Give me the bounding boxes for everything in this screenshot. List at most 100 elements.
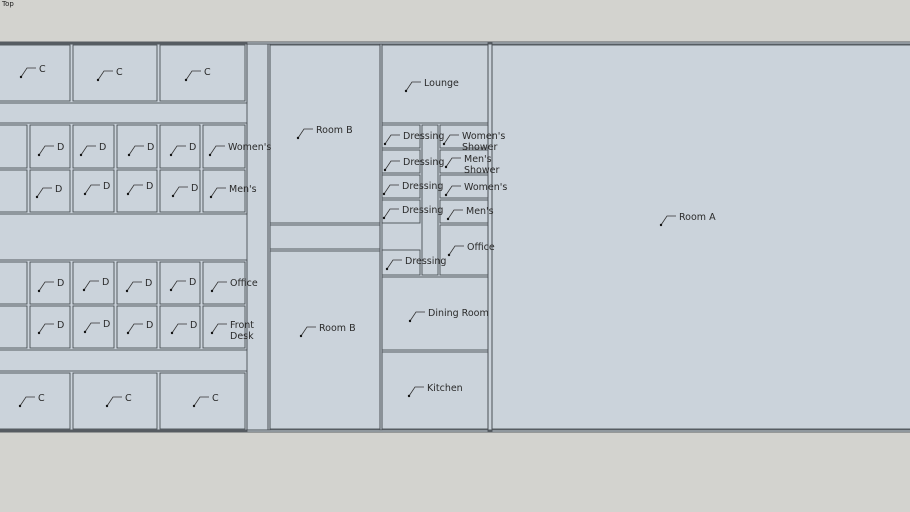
leader-arrow-icon bbox=[37, 153, 41, 157]
room-label[interactable]: D bbox=[145, 278, 153, 289]
label-leader-icon bbox=[127, 184, 143, 195]
room-label[interactable]: C bbox=[39, 64, 46, 75]
room-label[interactable]: D bbox=[99, 142, 107, 153]
room-label[interactable]: Room A bbox=[679, 212, 716, 223]
room-label[interactable]: C bbox=[116, 67, 123, 78]
room-label[interactable]: Front Desk bbox=[230, 320, 255, 342]
label-leader-icon bbox=[127, 323, 143, 334]
room-label[interactable]: Women's Shower bbox=[462, 131, 506, 153]
label-leader-icon bbox=[84, 322, 100, 333]
room-label[interactable]: D bbox=[147, 142, 155, 153]
label-leader-icon bbox=[38, 145, 54, 156]
leader-arrow-icon bbox=[37, 289, 41, 293]
leader-arrow-icon bbox=[447, 253, 451, 257]
room-label[interactable]: Dressing bbox=[402, 181, 444, 192]
label-leader-icon bbox=[128, 145, 144, 156]
label-leader-icon bbox=[300, 326, 316, 337]
room-label[interactable]: C bbox=[212, 393, 219, 404]
leader-arrow-icon bbox=[105, 404, 109, 408]
room-c bbox=[0, 372, 71, 430]
label-leader-icon bbox=[383, 184, 399, 195]
label-leader-icon bbox=[211, 323, 227, 334]
hallway bbox=[421, 124, 439, 276]
label-leader-icon bbox=[170, 280, 186, 291]
room-label[interactable]: D bbox=[146, 181, 154, 192]
room-label[interactable]: Dressing bbox=[405, 256, 447, 267]
leader-arrow-icon bbox=[96, 78, 100, 82]
leader-arrow-icon bbox=[383, 168, 387, 172]
leader-arrow-icon bbox=[446, 217, 450, 221]
room-label[interactable]: Men's Shower bbox=[464, 154, 500, 176]
room-d bbox=[202, 169, 246, 213]
room-label[interactable]: Room B bbox=[319, 323, 356, 334]
room-d bbox=[116, 124, 158, 169]
room-label[interactable]: D bbox=[57, 278, 65, 289]
leader-arrow-icon bbox=[126, 192, 130, 196]
room-label[interactable]: D bbox=[57, 142, 65, 153]
label-leader-icon bbox=[97, 70, 113, 81]
leader-arrow-icon bbox=[37, 331, 41, 335]
leader-arrow-icon bbox=[408, 319, 412, 323]
dressing-room bbox=[381, 249, 421, 276]
room-label[interactable]: Lounge bbox=[424, 78, 459, 89]
leader-arrow-icon bbox=[171, 194, 175, 198]
room-label[interactable]: D bbox=[103, 319, 111, 330]
room-label[interactable]: C bbox=[204, 67, 211, 78]
leader-arrow-icon bbox=[125, 289, 129, 293]
room-d bbox=[29, 169, 71, 213]
room-d bbox=[202, 261, 246, 305]
room-label[interactable]: Office bbox=[230, 278, 258, 289]
room-d bbox=[159, 169, 201, 213]
room-label[interactable]: D bbox=[102, 277, 110, 288]
room-label[interactable]: Dressing bbox=[402, 205, 444, 216]
room-label[interactable]: D bbox=[189, 277, 197, 288]
room-d bbox=[116, 169, 158, 213]
room-label[interactable]: Dining Room bbox=[428, 308, 489, 319]
leader-arrow-icon bbox=[184, 78, 188, 82]
leader-arrow-icon bbox=[208, 153, 212, 157]
leader-arrow-icon bbox=[296, 136, 300, 140]
building-inner-wall bbox=[0, 43, 910, 431]
room-label[interactable]: D bbox=[189, 142, 197, 153]
label-leader-icon bbox=[20, 67, 36, 78]
room-label[interactable]: Dressing bbox=[403, 157, 445, 168]
label-leader-icon bbox=[36, 187, 52, 198]
dressing-room bbox=[381, 199, 421, 224]
room-d bbox=[159, 124, 201, 169]
room-label[interactable]: D bbox=[55, 184, 63, 195]
room-d bbox=[72, 169, 115, 213]
leader-arrow-icon bbox=[192, 404, 196, 408]
leader-arrow-icon bbox=[444, 193, 448, 197]
room-d bbox=[159, 261, 201, 305]
leader-arrow-icon bbox=[209, 195, 213, 199]
room-label[interactable]: Men's bbox=[229, 184, 257, 195]
room-label[interactable]: Kitchen bbox=[427, 383, 463, 394]
room-label[interactable]: Women's bbox=[464, 182, 508, 193]
room-label[interactable]: Room B bbox=[316, 125, 353, 136]
room-d bbox=[0, 124, 28, 169]
leader-arrow-icon bbox=[169, 288, 173, 292]
room-label[interactable]: D bbox=[190, 320, 198, 331]
label-leader-icon bbox=[209, 145, 225, 156]
room-label[interactable]: Men's bbox=[466, 206, 494, 217]
room-c bbox=[72, 372, 158, 430]
room-label[interactable]: D bbox=[103, 181, 111, 192]
label-leader-icon bbox=[106, 396, 122, 407]
room-label[interactable]: Women's bbox=[228, 142, 272, 153]
dressing-room bbox=[381, 149, 421, 174]
room-label[interactable]: C bbox=[125, 393, 132, 404]
room-label[interactable]: C bbox=[38, 393, 45, 404]
room-label[interactable]: D bbox=[191, 183, 199, 194]
room-label[interactable]: Dressing bbox=[403, 131, 445, 142]
room-label[interactable]: Office bbox=[467, 242, 495, 253]
room-d bbox=[116, 305, 158, 349]
leader-arrow-icon bbox=[169, 153, 173, 157]
leader-arrow-icon bbox=[79, 153, 83, 157]
room-label[interactable]: D bbox=[57, 320, 65, 331]
label-leader-icon bbox=[447, 209, 463, 220]
room-label[interactable]: D bbox=[146, 320, 154, 331]
label-leader-icon bbox=[80, 145, 96, 156]
label-leader-icon bbox=[83, 280, 99, 291]
room-d bbox=[29, 305, 71, 349]
